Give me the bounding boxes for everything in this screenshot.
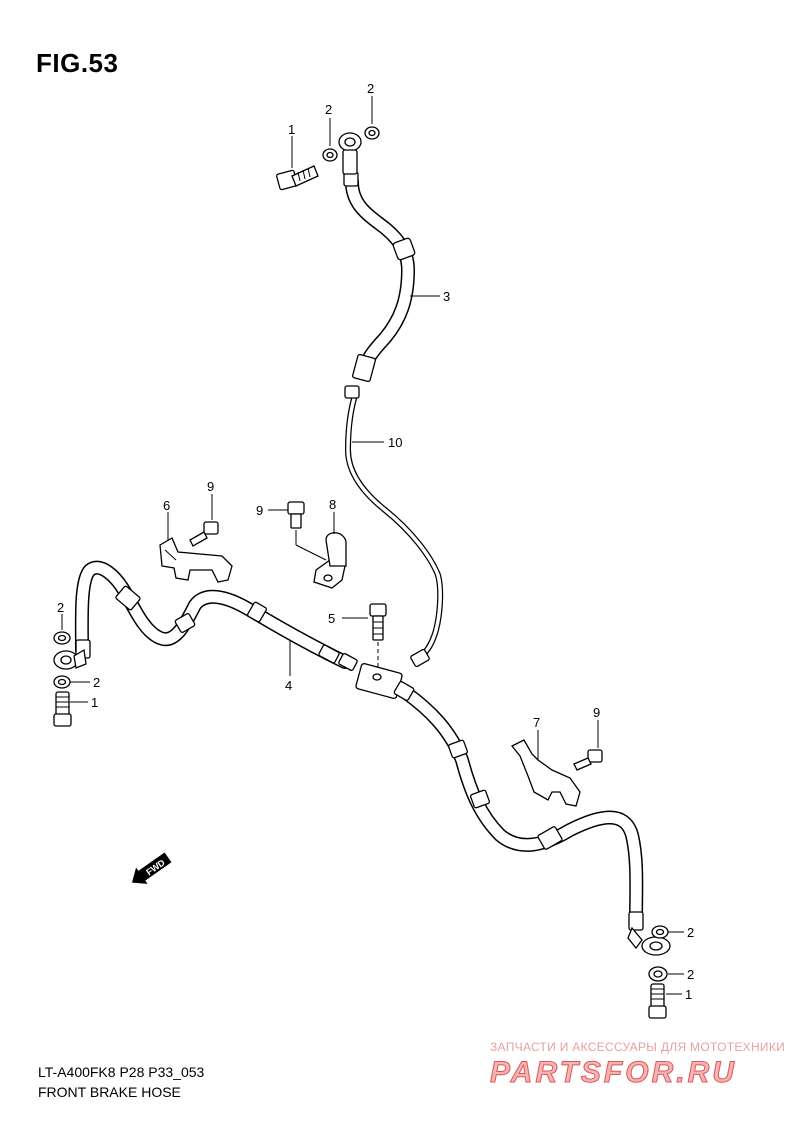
callout-top-bolt: 1 bbox=[288, 122, 295, 137]
callout-joint-bolt: 5 bbox=[328, 611, 335, 626]
left-hose-bracket[interactable] bbox=[159, 537, 233, 583]
hose-clamp[interactable] bbox=[313, 532, 347, 589]
forward-direction-icon: FWD bbox=[131, 852, 172, 884]
left-bracket-bolt[interactable] bbox=[189, 521, 219, 547]
left-union-bolt[interactable] bbox=[53, 691, 72, 727]
callout-pipe: 10 bbox=[388, 435, 402, 450]
watermark-tagline: ЗАПЧАСТИ И АКСЕССУАРЫ ДЛЯ МОТОТЕХНИКИ bbox=[490, 1040, 786, 1054]
callout-right-washer-top: 2 bbox=[687, 925, 694, 940]
figure-title: FIG.53 bbox=[36, 48, 119, 78]
model-code: LT-A400FK8 P28 P33_053 bbox=[38, 1064, 205, 1080]
upper-brake-hose[interactable] bbox=[343, 171, 416, 383]
right-bracket-bolt[interactable] bbox=[573, 749, 603, 771]
watermark-logo: PARTSFOR.RU bbox=[490, 1056, 737, 1090]
callout-left-bolt: 1 bbox=[91, 695, 98, 710]
callout-right-bracket: 7 bbox=[533, 715, 540, 730]
callout-clamp-bolt: 9 bbox=[256, 503, 263, 518]
brake-pipe[interactable] bbox=[344, 385, 444, 668]
callout-right-bolt: 1 bbox=[685, 987, 692, 1002]
main-brake-hose[interactable] bbox=[74, 560, 358, 671]
top-union-bolt[interactable] bbox=[276, 165, 319, 191]
clamp-bolt[interactable] bbox=[287, 501, 327, 561]
callout-top-washer-right: 2 bbox=[367, 81, 374, 96]
joint-bolt[interactable] bbox=[369, 603, 387, 670]
callout-main-hose: 4 bbox=[285, 678, 292, 693]
callout-right-washer-bottom: 2 bbox=[687, 967, 694, 982]
callout-clamp: 8 bbox=[329, 497, 336, 512]
right-union-bolt[interactable] bbox=[648, 983, 667, 1019]
callout-left-bracket: 6 bbox=[163, 498, 170, 513]
left-banjo-fitting bbox=[53, 648, 87, 670]
figure-name: FRONT BRAKE HOSE bbox=[38, 1084, 181, 1100]
callout-left-bracket-bolt: 9 bbox=[207, 479, 214, 494]
svg-text:PARTSFOR.RU: PARTSFOR.RU bbox=[490, 1056, 737, 1089]
callout-left-washer-top: 2 bbox=[57, 600, 64, 615]
callout-left-washer-bottom: 2 bbox=[93, 675, 100, 690]
right-banjo-fitting bbox=[627, 926, 671, 956]
right-hose-bracket[interactable] bbox=[510, 739, 581, 807]
top-banjo-fitting bbox=[338, 132, 362, 175]
callout-top-washer-left: 2 bbox=[325, 102, 332, 117]
callout-right-bracket-bolt: 9 bbox=[593, 705, 600, 720]
right-brake-hose[interactable] bbox=[393, 681, 644, 931]
callout-upper-hose: 3 bbox=[443, 289, 450, 304]
